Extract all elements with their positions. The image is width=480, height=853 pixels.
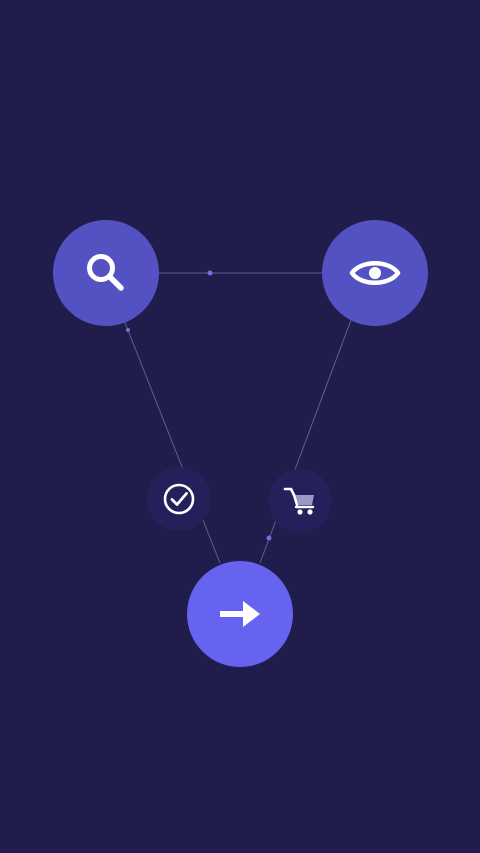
search-node[interactable] [53, 220, 159, 326]
edge-dot-right [266, 535, 272, 541]
proceed-node[interactable] [187, 561, 293, 667]
edge-dot-top [207, 270, 213, 276]
arrow-right-icon [220, 601, 260, 627]
cart-step[interactable] [268, 469, 332, 533]
eye-icon [349, 261, 401, 285]
edge-dot-left [126, 328, 130, 332]
cart-icon [283, 487, 315, 515]
search-icon [87, 254, 124, 291]
view-node[interactable] [322, 220, 428, 326]
check-circle-icon [163, 483, 195, 515]
confirm-step[interactable] [147, 467, 211, 531]
